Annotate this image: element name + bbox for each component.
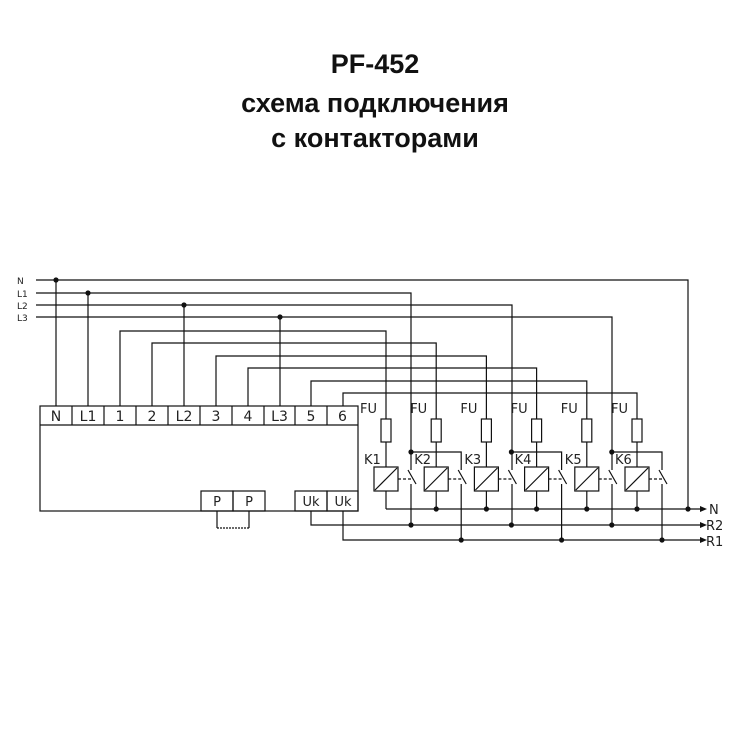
coil-diagonal (474, 467, 498, 491)
terminal-label: L2 (176, 409, 193, 425)
fuse-label: FU (561, 402, 578, 417)
junction-dot (85, 290, 91, 296)
junction-dot (659, 537, 665, 543)
diagram-subtitle-2: с контакторами (271, 123, 479, 153)
arrow-r1-icon (700, 537, 707, 543)
switch-wire (611, 451, 663, 540)
junction-dot (458, 537, 464, 543)
bus-label-n: N (17, 277, 24, 287)
junction-dot (534, 506, 540, 512)
arrow-r2-icon (700, 522, 707, 528)
output-wire (247, 367, 538, 467)
bus-label-l2: L2 (17, 302, 28, 312)
fuse-label: FU (410, 402, 427, 417)
output-wire (151, 342, 437, 467)
coil-diagonal (525, 467, 549, 491)
contactor-label: K5 (565, 453, 582, 468)
junction-dot (408, 449, 414, 455)
switch-wire (511, 451, 563, 540)
p-jumper-leads (216, 511, 250, 528)
output-wire (215, 355, 487, 467)
relay-unit-body (39, 405, 359, 512)
junction-dot (53, 277, 59, 283)
terminal-label: 2 (148, 409, 157, 425)
terminal-label: L3 (271, 409, 288, 425)
terminal-label: 4 (244, 409, 253, 425)
diagram-title: PF-452 (330, 49, 420, 79)
coil-diagonal (374, 467, 398, 491)
output-wire (342, 392, 638, 467)
output-line-r1 (342, 511, 700, 541)
bus-label-l3: L3 (17, 314, 28, 324)
fuse-icon (581, 418, 593, 443)
contactor-label: K3 (464, 453, 481, 468)
contactor-label: K4 (515, 453, 532, 468)
switch-wire (411, 451, 462, 540)
switch-contact-icon (457, 469, 467, 485)
output-line-r2 (310, 511, 700, 526)
junction-dot (634, 506, 640, 512)
terminal-p1-label: P (213, 495, 221, 510)
junction-dot (584, 506, 590, 512)
coil-diagonal (575, 467, 599, 491)
terminal-label: N (51, 409, 61, 425)
junction-dot (508, 522, 514, 528)
contactor-label: K2 (414, 453, 431, 468)
contactor-label: K1 (364, 453, 381, 468)
junction-dot (559, 537, 565, 543)
terminal-label: L1 (80, 409, 97, 425)
junction-dot (483, 506, 489, 512)
junction-dot (609, 449, 615, 455)
junction-dot (685, 506, 691, 512)
fuse-label: FU (460, 402, 477, 417)
fuse-label: FU (511, 402, 528, 417)
junction-dot (508, 449, 514, 455)
output-label-r2: R2 (706, 519, 723, 534)
terminal-label: 6 (338, 409, 347, 425)
channel-4: FU K4 (247, 367, 568, 543)
coil-diagonal (424, 467, 448, 491)
bus-n (36, 279, 689, 509)
switch-contact-icon (608, 469, 618, 485)
bus-label-l1: L1 (17, 290, 28, 300)
fuse-icon (380, 418, 392, 443)
terminal-p2-label: P (245, 495, 253, 510)
output-label-n: N (709, 503, 719, 518)
bus-l1 (36, 292, 412, 525)
fuse-icon (631, 418, 643, 443)
switch-contact-icon (658, 469, 668, 485)
bus-l2 (36, 304, 513, 525)
fuse-icon (430, 418, 442, 443)
bus-l3 (36, 316, 613, 525)
junction-dot (277, 314, 283, 320)
switch-contact-icon (407, 469, 417, 485)
fuse-label: FU (611, 402, 628, 417)
fuse-label: FU (360, 402, 377, 417)
junction-dot (609, 522, 615, 528)
output-wire (310, 380, 588, 467)
fuse-icon (480, 418, 492, 443)
channel-6: FU K6 (342, 392, 668, 543)
output-wire (119, 330, 387, 467)
junction-dot (408, 522, 414, 528)
switch-contact-icon (507, 469, 517, 485)
diagram-subtitle-1: схема подключения (241, 88, 509, 118)
coil-diagonal (625, 467, 649, 491)
channel-3: FU K3 (215, 355, 517, 512)
junction-dot (181, 302, 187, 308)
output-label-r1: R1 (706, 535, 723, 550)
terminal-uk2-label: Uk (334, 495, 352, 510)
terminal-label: 5 (307, 409, 316, 425)
channel-5: FU K5 (310, 380, 618, 512)
arrow-n-icon (700, 506, 707, 512)
fuse-icon (530, 418, 543, 443)
channel-1: FU K1 (119, 330, 417, 509)
terminal-uk1-label: Uk (302, 495, 320, 510)
channel-2: FU K2 (151, 342, 467, 543)
junction-dot (433, 506, 439, 512)
terminal-label: 1 (116, 409, 125, 425)
terminal-label: 3 (212, 409, 221, 425)
switch-contact-icon (558, 469, 568, 485)
contactor-label: K6 (615, 453, 632, 468)
